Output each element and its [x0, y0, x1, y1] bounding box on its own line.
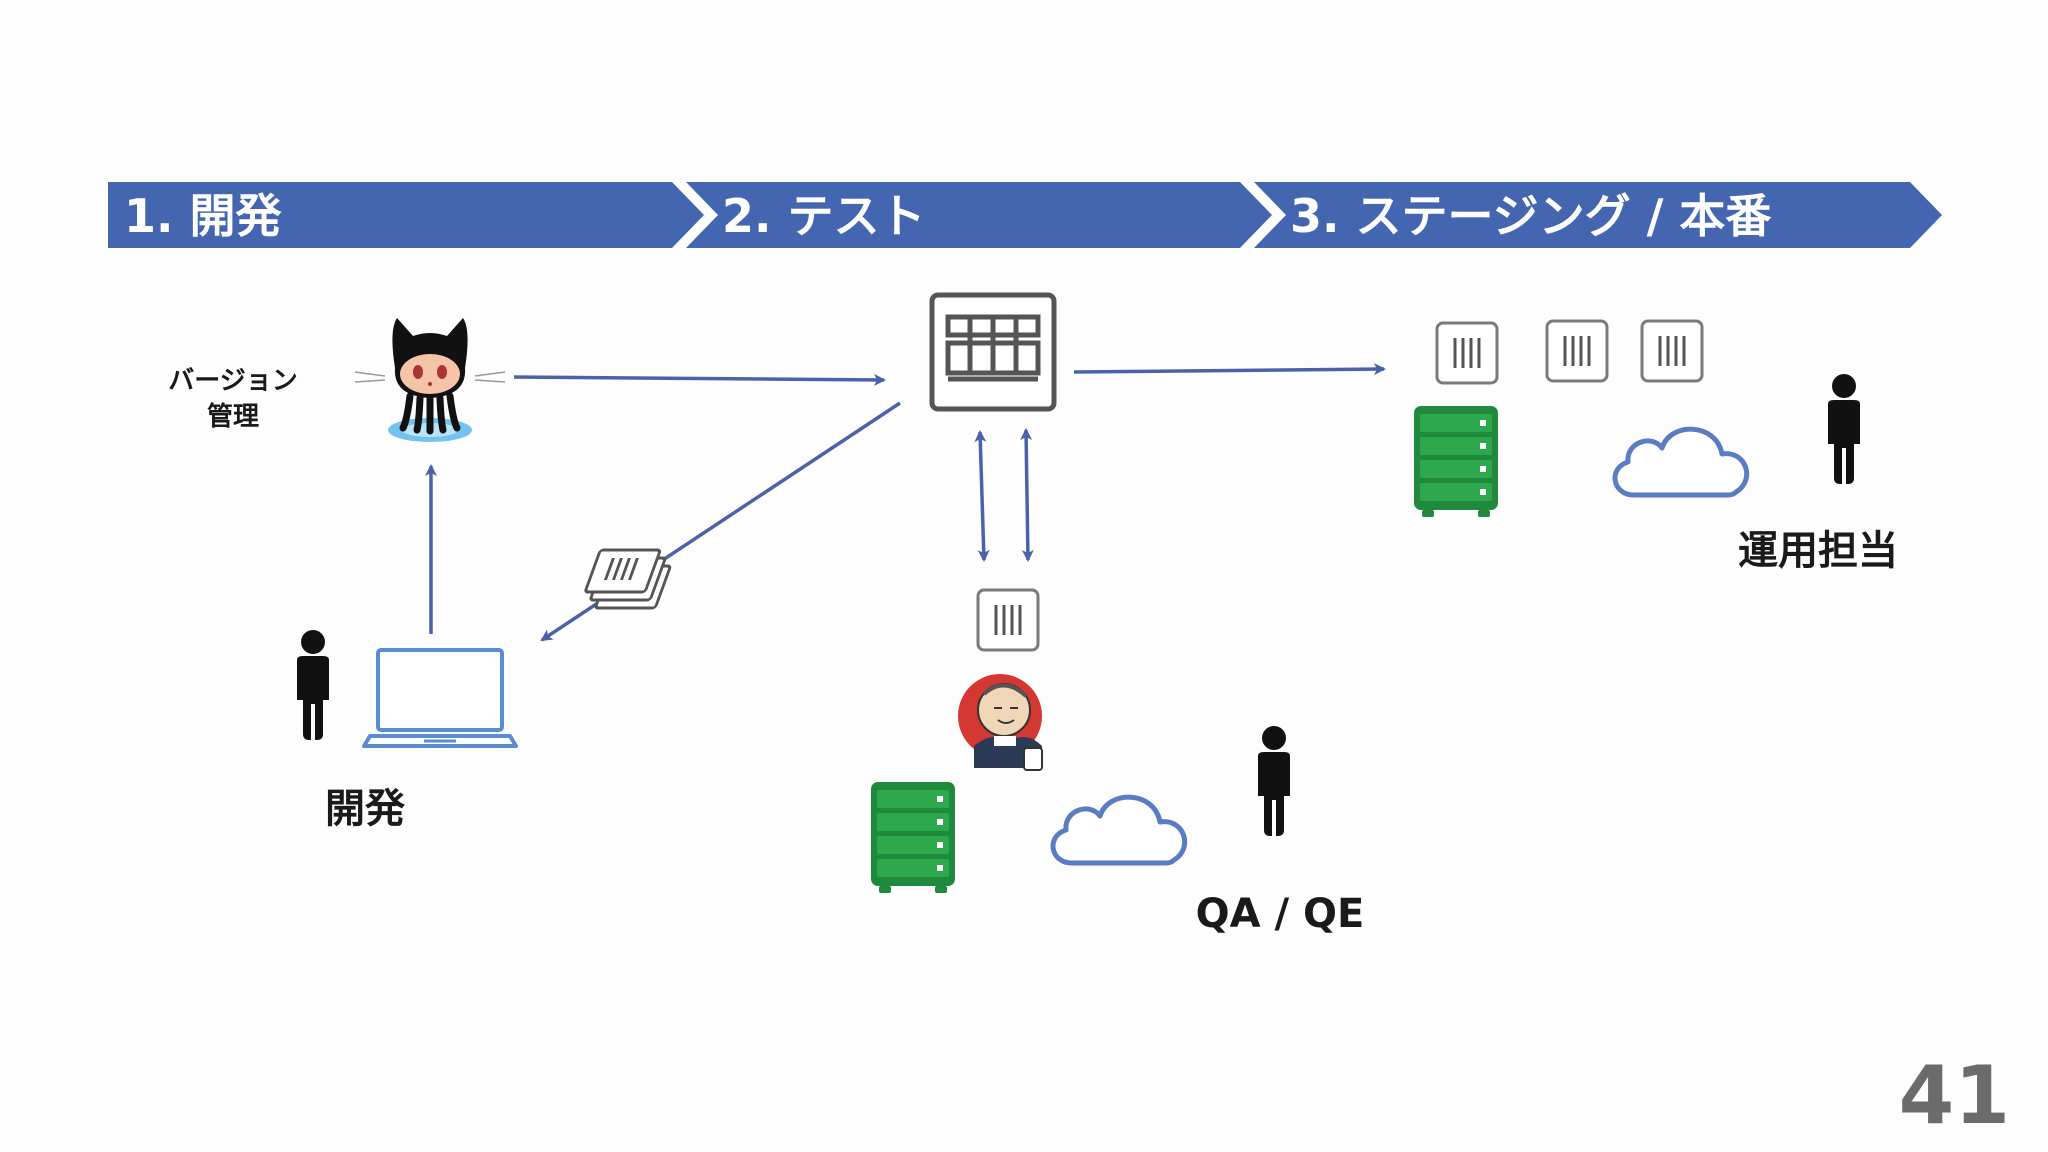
flow-arrows	[425, 363, 1386, 642]
production-server-icon	[1414, 406, 1498, 517]
stage-banner-test	[686, 182, 1272, 248]
qa-person-icon	[1258, 726, 1290, 836]
arrow-github-to-repo	[513, 373, 886, 386]
operations-label: 運用担当	[1738, 528, 1898, 574]
stage-label-development: 1. 開発	[124, 189, 282, 243]
artifact-repository-icon	[929, 292, 1057, 412]
qa-label: QA / QE	[1196, 891, 1365, 937]
jenkins-icon	[958, 674, 1043, 771]
stage-label-test: 2. テスト	[722, 189, 926, 243]
staging-package-icon-1	[1435, 321, 1499, 385]
stage-label-staging: 3. ステージング / 本番	[1290, 189, 1771, 243]
staging-package-icon-3	[1640, 319, 1704, 383]
production-cloud-icon	[1615, 429, 1747, 495]
stage-banners: 1. 開発 2. テスト 3. ステージング / 本番	[108, 182, 1942, 248]
staging-package-icon-2	[1545, 319, 1609, 383]
version-control-label: バージョン	[168, 366, 297, 396]
page-number: 41	[1899, 1049, 2010, 1142]
test-cloud-icon	[1053, 797, 1185, 863]
laptop-icon	[362, 648, 518, 748]
test-server-icon	[871, 782, 955, 893]
arrow-repo-ci-left	[974, 430, 990, 562]
version-control-label-2: 管理	[207, 402, 259, 432]
arrow-repo-ci-right	[1020, 428, 1034, 562]
stage-banner-staging	[1254, 182, 1942, 248]
documents-icon	[584, 548, 672, 610]
developer-label: 開発	[325, 786, 406, 832]
octocat-icon	[354, 318, 506, 442]
stage-banner-development	[108, 182, 704, 248]
operations-person-icon	[1828, 374, 1860, 484]
test-package-icon	[976, 588, 1040, 652]
developer-person-icon	[297, 630, 329, 740]
arrow-repo-to-production	[1073, 363, 1386, 376]
